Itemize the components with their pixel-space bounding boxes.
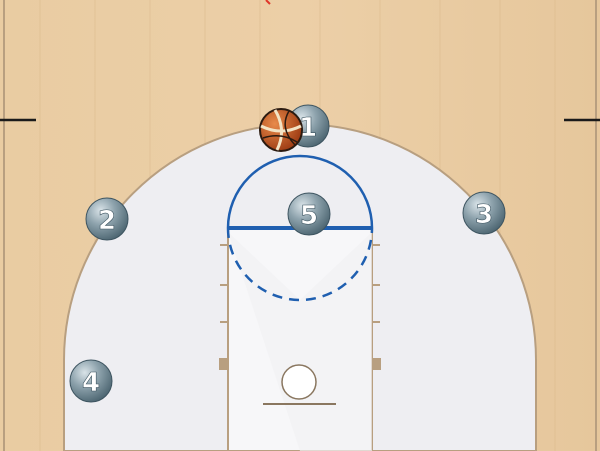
lane-hash-marks <box>220 244 380 323</box>
block-right <box>372 358 381 370</box>
block-left <box>219 358 228 370</box>
player-5-label: 5 <box>300 201 318 231</box>
free-throw-arc-top <box>226 154 374 229</box>
free-throw-arc-bottom <box>226 227 374 302</box>
player-2-label: 2 <box>98 206 116 236</box>
red-marker <box>265 0 271 5</box>
lane-shading <box>228 232 372 451</box>
player-3-label: 3 <box>475 200 493 230</box>
basket-rim <box>281 364 317 400</box>
player-3-marker[interactable]: 3 <box>462 191 506 235</box>
player-2-marker[interactable]: 2 <box>85 197 129 241</box>
player-1-label: 1 <box>299 113 317 143</box>
player-4-label: 4 <box>82 368 100 398</box>
basketball-icon[interactable] <box>259 108 303 152</box>
player-5-marker[interactable]: 5 <box>287 192 331 236</box>
player-4-marker[interactable]: 4 <box>69 359 113 403</box>
